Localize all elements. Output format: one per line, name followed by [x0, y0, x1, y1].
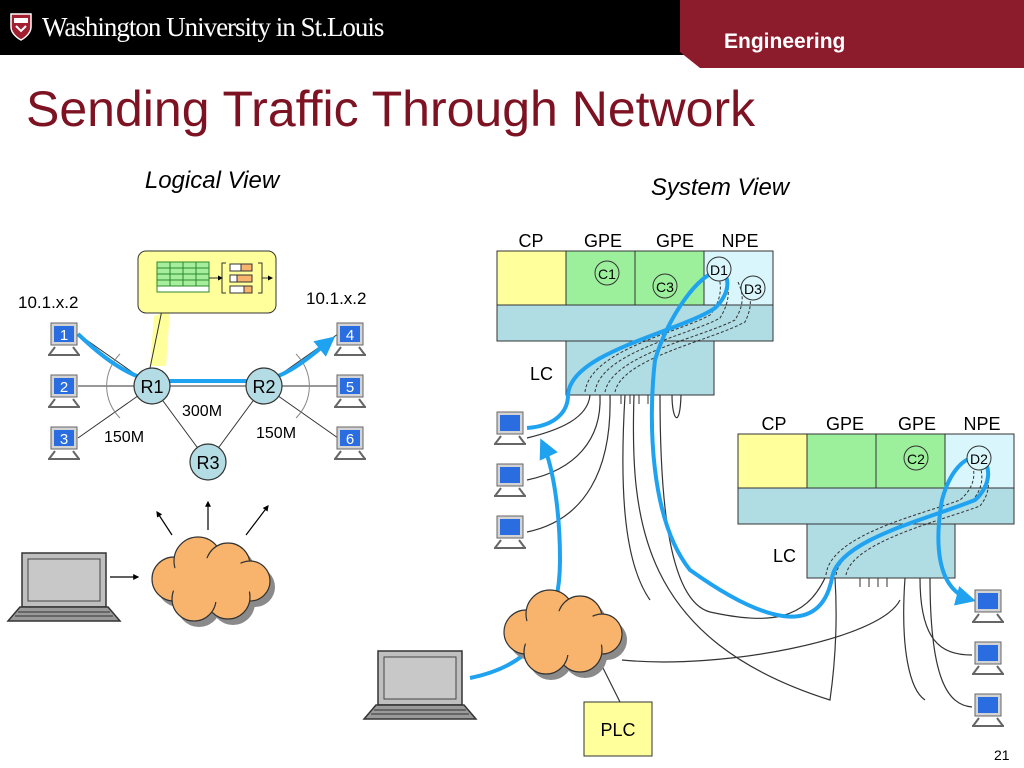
ports-top	[620, 395, 649, 404]
chassis-bottom: CP GPE GPE NPE LC	[737, 414, 1015, 587]
host-5: 5	[333, 374, 367, 408]
host-1: 1	[47, 322, 81, 356]
system-host-4	[971, 589, 1005, 623]
line-card-top	[565, 340, 715, 396]
internet-arrows	[110, 500, 269, 580]
ports-bottom	[859, 578, 888, 587]
section-label: Engineering	[724, 30, 846, 53]
system-host-1	[493, 411, 527, 445]
router-r3: R3	[189, 443, 227, 481]
node-d1-label: D1	[710, 262, 728, 278]
node-c2-label: C2	[907, 451, 925, 467]
node-c1-label: C1	[598, 266, 616, 282]
node-d3: D3	[740, 275, 766, 301]
slot-label-npe-top: NPE	[721, 231, 758, 251]
host-4-label: 4	[346, 327, 354, 344]
host-3-label: 3	[60, 431, 68, 448]
line-card-label-top: LC	[530, 364, 553, 384]
host-6-label: 6	[346, 431, 354, 448]
laptop-icon	[7, 552, 121, 622]
router-r2: R2	[245, 367, 283, 405]
system-view-heading: System View	[651, 174, 791, 201]
system-host-5	[971, 641, 1005, 675]
link-capacity-middle: 300M	[182, 403, 222, 420]
host-6: 6	[333, 426, 367, 460]
cables	[526, 394, 973, 708]
node-d3-label: D3	[744, 281, 762, 297]
host-5-label: 5	[346, 379, 354, 396]
system-host-2	[493, 463, 527, 497]
page-number: 21	[994, 747, 1010, 763]
system-view: System View CP GPE GPE NPE LC C	[363, 174, 1015, 757]
line-card-bottom	[806, 523, 956, 579]
callout-pointer-edge	[149, 309, 163, 369]
host-3: 3	[47, 426, 81, 460]
node-d2: D2	[966, 445, 992, 471]
node-d1: D1	[706, 256, 732, 282]
slot-cp-top	[496, 250, 567, 306]
slide-title: Sending Traffic Through Network	[26, 81, 756, 137]
node-c3-label: C3	[656, 279, 674, 295]
slot-label-cp-top: CP	[518, 231, 543, 251]
slot-label-gpe-top-1: GPE	[584, 231, 622, 251]
address-right: 10.1.x.2	[306, 289, 367, 308]
crest-shield-icon	[10, 13, 32, 41]
slot-label-gpe-bottom-1: GPE	[826, 414, 864, 434]
callout-pointer	[150, 310, 170, 366]
queue-scheduler-icon	[221, 262, 273, 294]
plc-box: PLC	[583, 701, 653, 757]
host-1-label: 1	[60, 327, 68, 344]
line-card-label-bottom: LC	[773, 546, 796, 566]
slot-gpe-bottom-1	[806, 433, 877, 489]
backplane-top	[496, 304, 774, 342]
slot-label-cp-bottom: CP	[761, 414, 786, 434]
router-r3-label: R3	[196, 453, 219, 473]
internet-cloud-icon	[151, 536, 276, 628]
slot-cp-bottom	[737, 433, 808, 489]
host-4: 4	[333, 322, 367, 356]
host-2-label: 2	[60, 379, 68, 396]
node-c2: C2	[903, 445, 929, 471]
address-left: 10.1.x.2	[18, 293, 79, 312]
logical-traffic-path	[76, 332, 336, 383]
node-c3: C3	[652, 273, 678, 299]
slot-label-gpe-top-2: GPE	[656, 231, 694, 251]
university-logo: Washington University in St.Louis	[10, 10, 384, 44]
node-d2-label: D2	[970, 451, 988, 467]
laptop-traffic-path	[469, 438, 563, 680]
system-host-3	[493, 515, 527, 549]
link-capacity-left: 150M	[104, 429, 144, 446]
forwarding-table-icon	[156, 261, 210, 293]
slot-label-gpe-bottom-2: GPE	[898, 414, 936, 434]
system-laptop-icon	[363, 650, 477, 720]
logical-view: Logical View	[7, 167, 367, 628]
router-r1: R1	[133, 367, 171, 405]
router-r2-label: R2	[252, 377, 275, 397]
link-capacity-right: 150M	[256, 425, 296, 442]
plc-label: PLC	[600, 720, 635, 740]
system-host-6	[971, 693, 1005, 727]
system-cloud-icon	[503, 589, 628, 681]
slot-label-npe-bottom: NPE	[963, 414, 1000, 434]
chassis-top: CP GPE GPE NPE LC	[496, 231, 774, 404]
node-c1: C1	[594, 260, 620, 286]
host-2: 2	[47, 374, 81, 408]
router-r1-label: R1	[140, 377, 163, 397]
backplane-bottom	[737, 487, 1015, 525]
university-name: Washington University in St.Louis	[42, 11, 384, 42]
logical-view-heading: Logical View	[145, 167, 281, 194]
